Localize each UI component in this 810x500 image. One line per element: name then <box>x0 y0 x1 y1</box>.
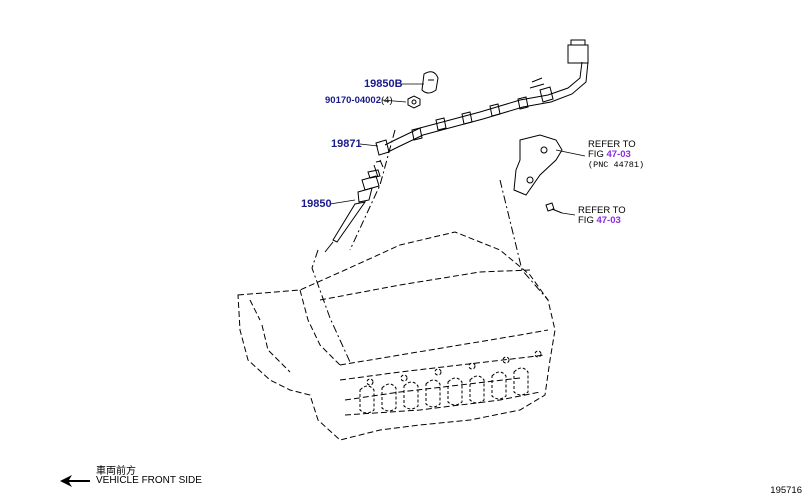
part-label-90170[interactable]: 90170-04002(4) <box>325 95 393 106</box>
part-number-90170[interactable]: 90170-04002 <box>325 95 381 106</box>
nut-90170 <box>407 95 421 109</box>
glow-plug-19850 <box>324 159 384 253</box>
bracket <box>513 134 586 196</box>
arrow-left-icon <box>60 475 90 487</box>
reference-note-1: REFER TO FIG 47-03 (PNC 44781) <box>588 139 645 171</box>
part-label-19850b[interactable]: 19850B <box>364 78 403 90</box>
ref1-fig-prefix: FIG <box>588 149 607 160</box>
part-qty-90170: (4) <box>381 95 393 106</box>
part-label-19850[interactable]: 19850 <box>301 198 332 210</box>
ref2-line2: FIG 47-03 <box>578 216 626 226</box>
vehicle-front-label: VEHICLE FRONT SIDE <box>96 475 202 486</box>
image-number: 195716 <box>770 485 802 496</box>
part-label-19871[interactable]: 19871 <box>331 138 362 150</box>
reference-note-2: REFER TO FIG 47-03 <box>578 206 626 226</box>
engine-block <box>237 231 556 441</box>
vehicle-front-kanji: 車両前方 <box>96 466 136 477</box>
wire-harness-19871 <box>375 39 589 156</box>
connector-19850b <box>421 71 439 94</box>
leader-lines <box>329 83 424 205</box>
projection-lines <box>311 129 549 363</box>
ref2-line1: REFER TO <box>578 205 626 216</box>
ref2-fig-link[interactable]: 47-03 <box>596 215 621 226</box>
ref1-line1: REFER TO <box>588 139 636 150</box>
bolt <box>545 202 576 216</box>
ref1-line2: FIG 47-03 <box>588 150 644 160</box>
ref1-fig-link[interactable]: 47-03 <box>606 149 631 160</box>
cylinder-ports <box>359 350 542 414</box>
ref1-pnc: (PNC 44781) <box>588 160 645 170</box>
ref2-fig-prefix: FIG <box>578 215 597 226</box>
